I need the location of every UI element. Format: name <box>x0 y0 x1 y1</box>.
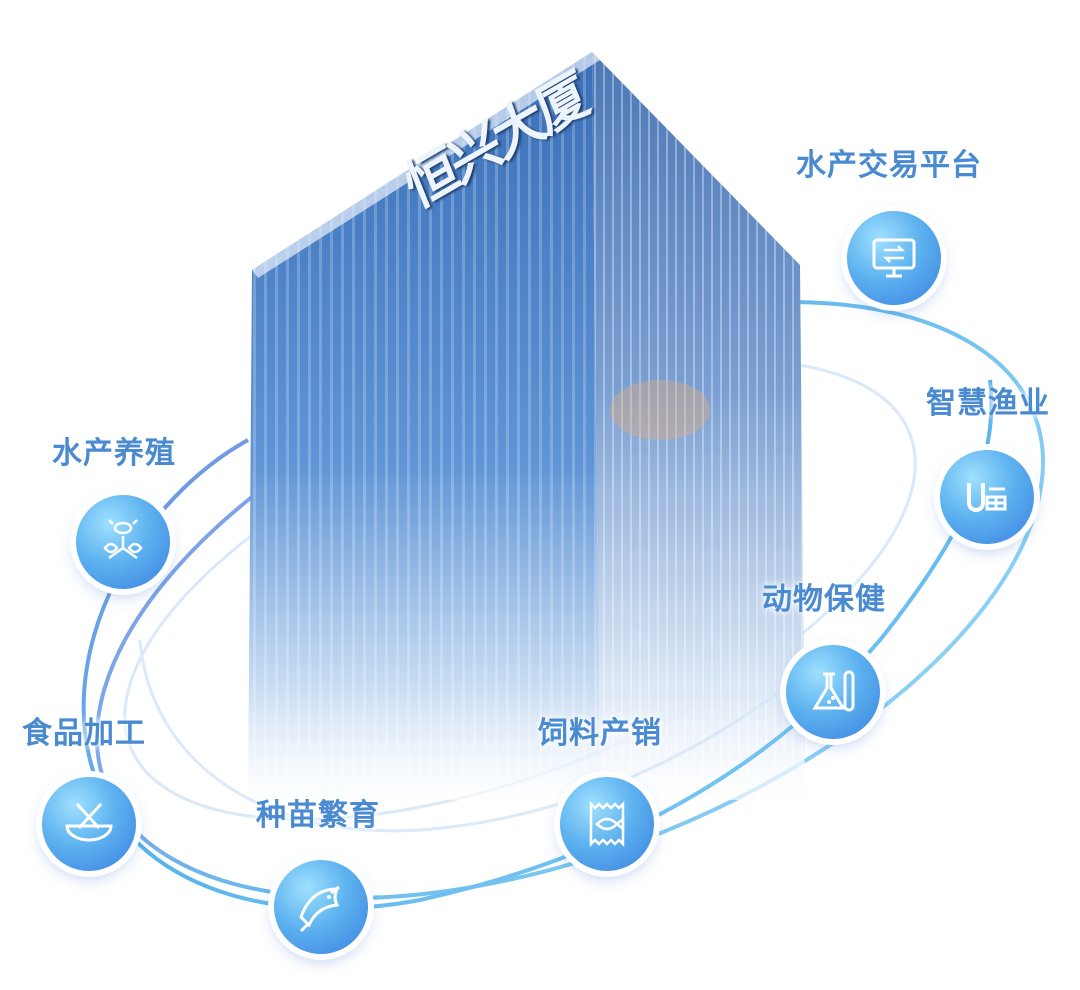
crab-shrimp-icon <box>103 519 143 560</box>
node-aquatic-trading[interactable] <box>847 211 941 305</box>
label-aquatic-trading: 水产交易平台 <box>796 148 982 183</box>
label-aquaculture: 水产养殖 <box>52 436 176 471</box>
monitor-exchange-icon <box>872 238 916 278</box>
building-illustration <box>248 52 805 800</box>
u-fish-logo-icon <box>967 483 1007 512</box>
node-feed-sales[interactable] <box>560 777 654 871</box>
node-food-processing[interactable] <box>42 777 136 871</box>
feed-bag-fish-icon <box>589 800 625 848</box>
node-smart-fishery[interactable] <box>940 450 1034 544</box>
bowl-utensils-icon <box>65 802 113 842</box>
fish-icon <box>299 885 340 933</box>
label-food-processing: 食品加工 <box>22 716 146 751</box>
node-animal-health[interactable] <box>786 645 880 739</box>
label-smart-fishery: 智慧渔业 <box>926 386 1050 421</box>
node-aquaculture[interactable] <box>76 495 170 589</box>
label-animal-health: 动物保健 <box>762 582 886 617</box>
label-feed-sales: 饲料产销 <box>538 716 662 751</box>
node-seed-breeding[interactable] <box>274 860 368 954</box>
label-seed-breeding: 种苗繁育 <box>256 798 380 833</box>
flask-testtube-icon <box>812 670 855 712</box>
